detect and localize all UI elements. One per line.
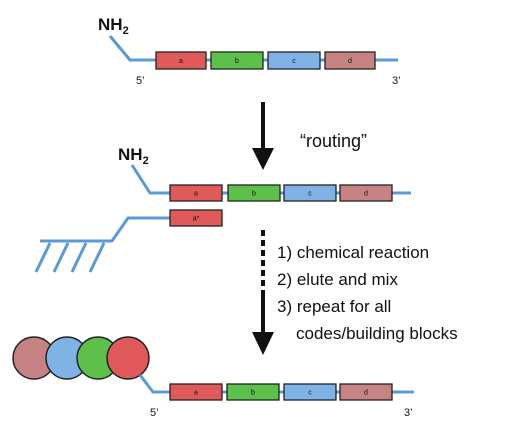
step-1-text: 1) chemical reaction — [277, 243, 429, 262]
middle-code-box-c — [283, 184, 337, 202]
bottom-linker — [138, 374, 172, 394]
top-dna-strand: NH2 a b c d 5’ 3’ — [98, 15, 401, 87]
support-leg-2 — [52, 242, 70, 273]
step-3-text: 3) repeat for all — [277, 297, 391, 316]
bottom-five-prime-label: 5’ — [150, 407, 159, 419]
support-leg-1 — [34, 242, 52, 273]
bottom-code-box-b — [226, 383, 280, 401]
middle-code-label-b: b — [252, 191, 256, 198]
bottom-code-label-a: a — [194, 390, 198, 397]
top-code-box-c — [267, 51, 321, 70]
step-2-text: 2) elute and mix — [277, 270, 398, 289]
middle-linker — [130, 164, 172, 195]
middle-code-box-d — [339, 184, 393, 202]
bottom-code-label-b: b — [251, 390, 255, 397]
complement-code-box — [169, 209, 223, 227]
process-arrow — [252, 230, 274, 355]
routing-arrow — [252, 102, 274, 170]
middle-code-label-a: a — [194, 191, 198, 198]
routing-label: “routing” — [300, 131, 367, 151]
top-linker — [108, 35, 152, 62]
top-code-label-a: a — [179, 58, 183, 65]
support-strand — [40, 216, 196, 243]
top-code-label-c: c — [292, 58, 296, 65]
bottom-code-box-a — [169, 383, 223, 401]
step-3-continuation-text: codes/building blocks — [296, 324, 458, 343]
top-code-label-d: d — [348, 58, 352, 65]
middle-code-box-a — [169, 184, 223, 202]
top-three-prime-label: 3’ — [392, 75, 401, 87]
top-five-prime-label: 5’ — [136, 75, 145, 87]
middle-amine-label: NH2 — [118, 145, 149, 167]
top-amine-label: NH2 — [98, 15, 129, 37]
top-code-box-b — [210, 51, 264, 70]
middle-code-label-c: c — [308, 191, 312, 198]
top-code-box-d — [324, 51, 376, 70]
process-arrow-head — [252, 332, 274, 355]
complement-code-label: a* — [193, 216, 200, 223]
bottom-code-label-c: c — [308, 390, 312, 397]
middle-code-box-b — [227, 184, 281, 202]
top-code-label-b: b — [235, 58, 239, 65]
support-leg-3 — [70, 242, 88, 273]
middle-code-label-d: d — [364, 191, 368, 198]
solid-support: a* — [34, 209, 223, 273]
support-leg-4 — [88, 242, 106, 273]
bottom-code-box-c — [283, 383, 337, 401]
process-steps: 1) chemical reaction 2) elute and mix 3)… — [277, 243, 458, 343]
middle-dna-strand: NH2 a b c d — [118, 145, 411, 202]
bottom-three-prime-label: 3’ — [404, 407, 413, 419]
top-code-box-a — [155, 51, 207, 70]
bottom-code-box-d — [339, 383, 393, 401]
bottom-dna-strand: a b c d 5’ 3’ — [12, 336, 414, 419]
building-block-bead-4 — [106, 336, 150, 380]
bottom-code-label-d: d — [364, 390, 368, 397]
routing-arrow-head — [252, 148, 274, 170]
